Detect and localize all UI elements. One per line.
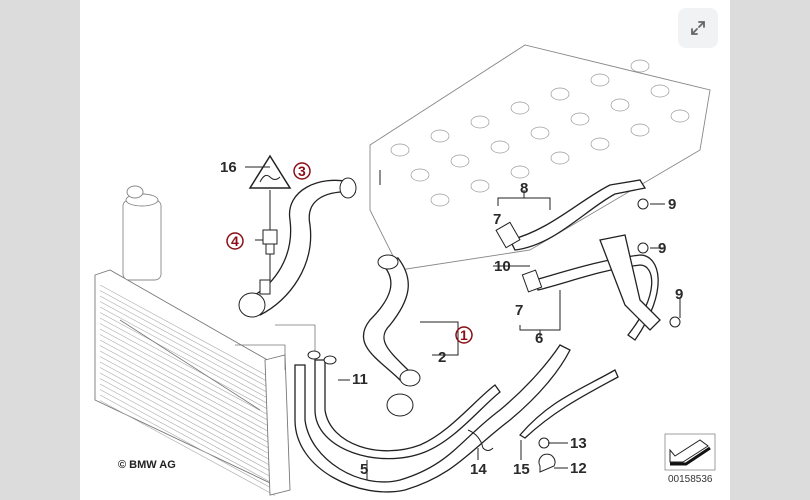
pipe-8: [509, 179, 647, 251]
cylinder-head-detail: [650, 84, 670, 98]
cylinder-head-detail: [590, 137, 610, 151]
cylinder-head-detail: [470, 179, 490, 193]
expand-arrows-icon: [691, 21, 705, 35]
callout-11: 11: [352, 371, 368, 388]
cylinder-head-detail: [550, 151, 570, 165]
cylinder-head-detail: [670, 109, 690, 123]
cylinder-head-detail: [590, 73, 610, 87]
view-direction-icon: [664, 433, 716, 471]
callout-14: 14: [470, 461, 487, 478]
radiator-fin: [99, 317, 276, 414]
callout-7a: 7: [493, 211, 501, 228]
callout-16: 16: [220, 159, 237, 176]
radiator: [94, 269, 291, 496]
clamp-12: [538, 453, 556, 473]
pipe-5: [294, 344, 571, 493]
radiator-fin: [99, 367, 276, 463]
cylinder-head-detail: [450, 154, 470, 168]
radiator-fin: [99, 345, 276, 441]
callout-2: 2: [438, 349, 446, 366]
radiator-fin: [99, 328, 276, 425]
hose-3: [243, 179, 357, 316]
radiator-fin: [99, 306, 276, 403]
cable-tie-15: [519, 369, 619, 439]
cylinder-head-detail: [430, 129, 450, 143]
cylinder-head-detail: [630, 123, 650, 137]
radiator-fin: [99, 350, 276, 447]
copyright-text: © BMW AG: [118, 459, 176, 471]
radiator-fin: [99, 312, 276, 408]
cylinder-head: [369, 44, 711, 271]
callout-13: 13: [570, 435, 587, 452]
bolt-13: [538, 437, 550, 449]
radiator-fin: [99, 389, 276, 485]
cylinder-head-detail: [530, 126, 550, 140]
radiator-fin: [99, 339, 276, 436]
radiator-fin: [99, 394, 276, 491]
hose-1: [362, 257, 411, 381]
cylinder-head-detail: [490, 140, 510, 154]
radiator-fin: [99, 295, 276, 392]
temperature-sensor: [262, 190, 278, 280]
expand-button[interactable]: [678, 8, 718, 48]
cylinder-head-detail: [610, 98, 630, 112]
callout-1: 1: [460, 327, 468, 343]
radiator-fin: [99, 290, 276, 386]
warning-label-icon: [248, 154, 292, 189]
radiator-fin: [99, 334, 276, 430]
pipe-11: [314, 359, 501, 460]
expansion-tank: [122, 185, 162, 281]
radiator-fin: [99, 361, 276, 458]
callout-9c: 9: [675, 286, 683, 303]
cylinder-head-detail: [470, 115, 490, 129]
cylinder-head-detail: [510, 101, 530, 115]
callout-6: 6: [535, 330, 543, 347]
radiator-fin: [99, 284, 276, 381]
callout-15: 15: [513, 461, 530, 478]
cylinder-head-detail: [430, 193, 450, 207]
callout-8: 8: [520, 180, 528, 197]
radiator-fin: [99, 372, 276, 469]
clip-14: [467, 429, 494, 451]
radiator-fin: [99, 378, 276, 474]
callout-10: 10: [494, 258, 511, 275]
radiator-fin: [99, 301, 276, 397]
callout-4: 4: [231, 233, 239, 249]
callout-5: 5: [360, 461, 368, 478]
cylinder-head-detail: [410, 168, 430, 182]
callout-12: 12: [570, 460, 587, 477]
cylinder-head-detail: [630, 59, 650, 73]
radiator-fin: [99, 356, 276, 452]
cylinder-head-detail: [570, 112, 590, 126]
callout-9a: 9: [668, 196, 676, 213]
radiator-fin: [99, 383, 276, 480]
image-code: 00158536: [668, 474, 713, 485]
cylinder-head-detail: [550, 87, 570, 101]
callout-7b: 7: [515, 302, 523, 319]
callout-3: 3: [298, 163, 306, 179]
radiator-fin: [99, 323, 276, 419]
cylinder-head-detail: [510, 165, 530, 179]
radiator-fin: [99, 400, 276, 496]
cylinder-head-detail: [390, 143, 410, 157]
parts-diagram: 1 2 3 4 5 6 7 7 8 9 9 9 10 11 12 13 14 1…: [94, 44, 716, 496]
callout-9b: 9: [658, 240, 666, 257]
